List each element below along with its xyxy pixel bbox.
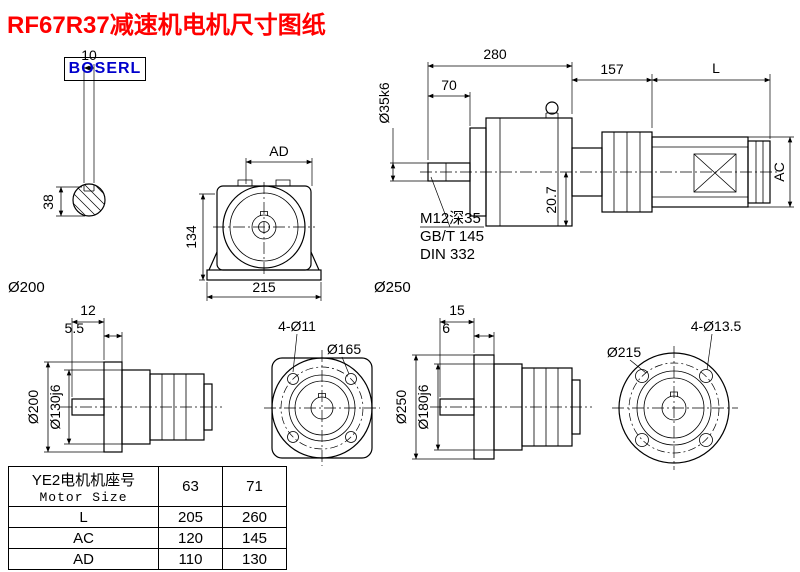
right-flange-side-view: 15 6 Ø250 Ø180j6 [393, 302, 592, 460]
gearbox-front-view: AD 134 215 [183, 143, 322, 301]
table-header-cn: YE2电机机座号 [31, 471, 136, 489]
left-shaft-offset-dim: 12 [80, 302, 96, 318]
front-base-width-dim: 215 [252, 279, 276, 295]
internal-dim: 20.7 [543, 186, 559, 213]
table-row-ad: AD 110 130 [8, 548, 287, 570]
row-value: 120 [158, 527, 223, 549]
right-flange-front-view: 4-Ø13.5 Ø215 [607, 318, 742, 470]
row-value: 260 [222, 506, 287, 528]
adapter-length-dim: 157 [600, 61, 624, 77]
shaft-length-dim: 70 [441, 77, 457, 93]
right-bolt-circle-dim: Ø215 [607, 344, 641, 360]
right-bolt-holes-callout: 4-Ø13.5 [691, 318, 742, 334]
front-height-dim: 134 [183, 225, 199, 249]
motor-size-table: YE2电机机座号 Motor Size 63 71 L 205 260 AC 1… [8, 466, 287, 570]
tapped-hole-callout: M12深35 [420, 210, 481, 227]
shaft-height-dim: 38 [40, 194, 56, 210]
table-header-en: Motor Size [39, 489, 128, 505]
left-bolt-holes-callout: 4-Ø11 [278, 318, 316, 334]
motor-height-dim: AC [771, 162, 787, 181]
table-header-label: YE2电机机座号 Motor Size [8, 466, 159, 507]
motor-size-63-cell: 63 [158, 466, 223, 507]
row-label: AC [8, 527, 159, 549]
right-shaft-offset-dim: 15 [449, 302, 465, 318]
row-value: 110 [158, 548, 223, 570]
row-label: L [8, 506, 159, 528]
left-flange-thickness-dim: 5.5 [65, 320, 85, 336]
right-flange-caption: Ø250 [374, 279, 411, 296]
left-spigot-diameter-dim: Ø130j6 [47, 384, 63, 429]
shaft-diameter-dim: Ø35k6 [376, 82, 392, 123]
right-spigot-diameter-dim: Ø180j6 [415, 384, 431, 429]
gearmotor-side-view: 280 70 Ø35k6 157 L AC M12深35 GB/T 145 DI… [374, 46, 794, 296]
right-flange-diameter-dim: Ø250 [393, 390, 409, 424]
right-flange-thickness-dim: 6 [442, 320, 450, 336]
section-hatching [73, 184, 105, 216]
left-flange-side-view: 12 5.5 Ø200 Ø130j6 [25, 302, 222, 453]
motor-length-dim: L [712, 60, 720, 76]
gear-unit-length-dim: 280 [483, 46, 507, 62]
page-title: RF67R37减速机电机尺寸图纸 [7, 12, 326, 39]
brand-logo: BOSERL [64, 57, 146, 81]
standard-gbt-callout: GB/T 145 [420, 228, 484, 245]
row-value: 145 [222, 527, 287, 549]
keyway-width-dim: 10 [81, 47, 97, 63]
motor-size-71-cell: 71 [222, 466, 287, 507]
row-value: 130 [222, 548, 287, 570]
eyebolt-icon [545, 101, 559, 115]
left-flange-front-view: 4-Ø11 Ø165 [264, 318, 380, 466]
table-row-l: L 205 260 [8, 506, 287, 528]
shaft-section-view: 10 38 Ø200 [8, 47, 106, 296]
left-bolt-circle-dim: Ø165 [327, 341, 361, 357]
table-row-ac: AC 120 145 [8, 527, 287, 549]
front-width-ad-dim: AD [269, 143, 288, 159]
left-flange-caption: Ø200 [8, 279, 45, 296]
left-flange-diameter-dim: Ø200 [25, 390, 41, 424]
standard-din-callout: DIN 332 [420, 246, 475, 263]
row-value: 205 [158, 506, 223, 528]
row-label: AD [8, 548, 159, 570]
table-header-row: YE2电机机座号 Motor Size 63 71 [8, 466, 287, 507]
